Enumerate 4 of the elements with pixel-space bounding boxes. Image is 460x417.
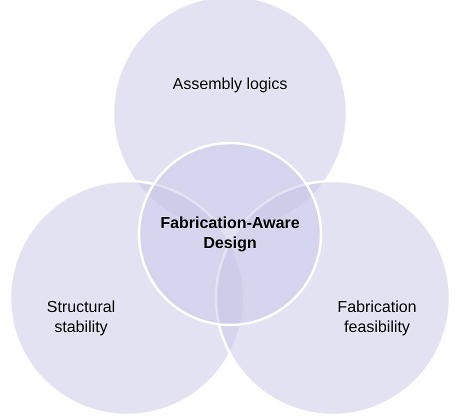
circle-label: Structural stability xyxy=(46,298,116,338)
center-title: Fabrication-Aware Design xyxy=(159,214,301,254)
circle-label: Assembly logics xyxy=(172,75,288,95)
circle-label: Fabrication feasibility xyxy=(336,298,418,338)
